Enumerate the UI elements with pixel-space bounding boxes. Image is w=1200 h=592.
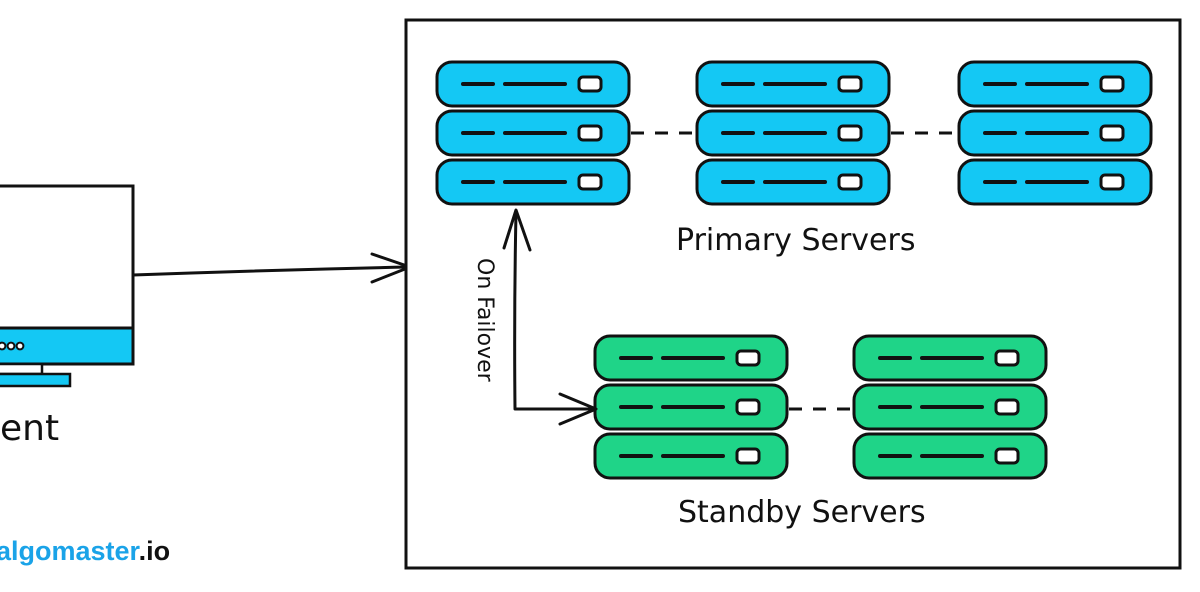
client-label: ent: [0, 408, 59, 449]
failover-arrow: [502, 208, 598, 426]
client-monitor-icon: [0, 184, 135, 388]
client-to-cluster-arrow: [131, 252, 412, 284]
primary-server-3: [957, 60, 1153, 206]
brand-name: algomaster: [0, 536, 141, 566]
brand-suffix: .io: [139, 536, 171, 566]
standby-servers-label: Standby Servers: [678, 495, 926, 530]
standby-servers-group: Standby Servers: [593, 334, 1048, 530]
primary-server-1: [435, 60, 631, 206]
failover-label: On Failover: [472, 258, 497, 383]
primary-servers-label: Primary Servers: [676, 223, 915, 258]
primary-servers-group: Primary Servers: [435, 60, 1153, 258]
standby-server-1: [593, 334, 789, 480]
brand-logo: algomaster.io: [0, 536, 170, 566]
standby-server-2: [852, 334, 1048, 480]
primary-server-2: [695, 60, 891, 206]
